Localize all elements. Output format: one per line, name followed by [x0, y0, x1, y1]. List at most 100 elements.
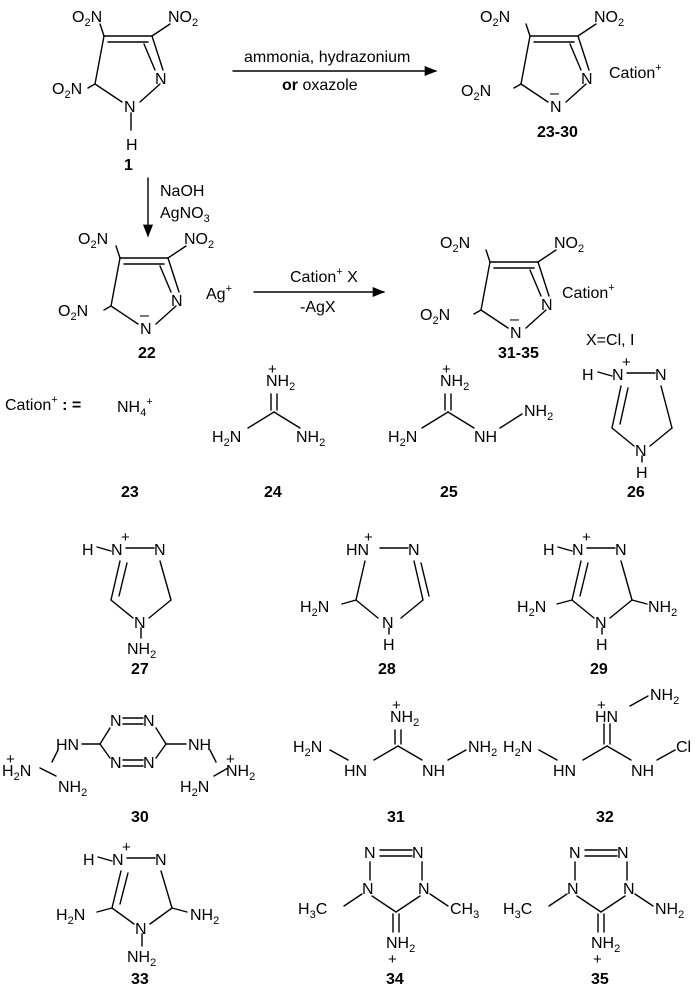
compound-31-structure: NH2 + HN NH H2N NH2 [293, 697, 497, 780]
svg-text:+: + [364, 529, 373, 546]
svg-text:H2N: H2N [56, 907, 85, 927]
svg-text:N: N [655, 367, 667, 384]
svg-text:NH2: NH2 [648, 599, 677, 619]
svg-text:H: H [582, 367, 594, 384]
compound-30-structure: N N N N HN NH H2N + NH2 NH2 + H2N [2, 713, 255, 799]
svg-text:–: – [510, 311, 519, 328]
svg-text:NH2: NH2 [127, 949, 156, 969]
compound-number-31-35: 31-35 [498, 345, 539, 362]
anion-top-right-structure: O2N NO2 O2N N N – [461, 9, 624, 116]
svg-text:HN: HN [553, 763, 576, 780]
svg-text:–: – [550, 85, 559, 102]
svg-text:N: N [581, 71, 593, 88]
svg-text:+: + [442, 361, 451, 378]
compound-number-1: 1 [124, 157, 133, 174]
svg-text:N: N [623, 881, 635, 898]
reagent-down-line2: AgNO3 [160, 205, 210, 225]
svg-text:O2N: O2N [480, 9, 510, 29]
svg-text:H: H [126, 137, 138, 154]
reagent-down-line1: NaOH [160, 183, 204, 200]
svg-text:N: N [171, 293, 183, 310]
svg-text:+: + [121, 529, 130, 546]
svg-text:N: N [572, 542, 584, 559]
compound-1-structure: O2N NO2 O2N N N H [52, 9, 198, 154]
compound-number-28: 28 [378, 661, 396, 678]
svg-text:+: + [392, 697, 401, 714]
svg-text:NO2: NO2 [594, 9, 624, 29]
svg-text:O2N: O2N [72, 9, 102, 29]
svg-text:NH2: NH2 [650, 687, 679, 707]
svg-text:NH2: NH2 [524, 403, 553, 423]
compound-number-32: 32 [596, 809, 614, 826]
svg-text:N: N [635, 443, 647, 460]
compound-number-23-30: 23-30 [537, 124, 578, 141]
svg-text:+: + [226, 751, 235, 768]
svg-text:O2N: O2N [420, 307, 450, 327]
compound-33-structure: N + N N H H2N NH2 NH2 [56, 839, 219, 969]
svg-text:+: + [597, 697, 606, 714]
compound-32-structure: HN + NH2 HN NH H2N Cl [503, 687, 691, 780]
svg-text:O2N: O2N [461, 83, 491, 103]
svg-text:NH2: NH2 [468, 739, 497, 759]
svg-text:H2N: H2N [293, 739, 322, 759]
svg-text:NH2: NH2 [440, 373, 469, 393]
svg-text:NH2: NH2 [296, 429, 325, 449]
svg-text:H: H [383, 637, 395, 654]
compound-number-23: 23 [121, 484, 139, 501]
svg-text:N: N [110, 713, 122, 730]
svg-text:H2N: H2N [300, 599, 329, 619]
svg-text:N: N [412, 845, 424, 862]
svg-text:N: N [155, 71, 167, 88]
svg-text:O2N: O2N [58, 303, 88, 323]
svg-text:NH2: NH2 [226, 763, 255, 783]
svg-text:NH2: NH2 [58, 779, 87, 799]
compound-27-structure: N + N N NH2 H [82, 529, 172, 661]
svg-text:NH2: NH2 [386, 935, 415, 955]
svg-text:H: H [596, 637, 608, 654]
svg-text:H2N: H2N [212, 429, 241, 449]
svg-text:H2N: H2N [388, 429, 417, 449]
svg-text:HN: HN [56, 737, 79, 754]
compound-25-structure: NH2 + H2N NH NH2 [388, 361, 553, 449]
svg-text:+: + [122, 839, 131, 856]
svg-text:NH2: NH2 [266, 373, 295, 393]
svg-text:Cl: Cl [676, 739, 691, 756]
svg-text:NH2: NH2 [390, 709, 419, 729]
compound-number-35: 35 [591, 971, 609, 988]
svg-text:NH: NH [474, 429, 497, 446]
cation-definition-label: Cation+ : = [5, 394, 81, 414]
svg-text:N: N [541, 297, 553, 314]
compound-29-structure: N + N N H H H2N NH2 [517, 529, 677, 654]
compound-35-structure: N N N N H3C NH2 NH2 + [503, 845, 684, 968]
svg-text:H: H [83, 852, 95, 869]
svg-text:NO2: NO2 [554, 235, 584, 255]
compound-number-22: 22 [138, 345, 156, 362]
compound-28-structure: HN + N N H H2N [300, 529, 430, 654]
svg-text:N: N [154, 542, 166, 559]
svg-text:NH: NH [188, 737, 211, 754]
svg-text:N: N [510, 325, 522, 342]
compound-number-25: 25 [440, 484, 458, 501]
cation-label-top: Cation+ [609, 62, 662, 82]
reagent-mid-line1: Cation+ X [290, 266, 358, 286]
svg-text:NH2: NH2 [591, 935, 620, 955]
svg-text:+: + [268, 361, 277, 378]
svg-text:H2N: H2N [2, 763, 31, 783]
compound-number-34: 34 [386, 971, 404, 988]
reagent-top-line2: or oxazole [282, 77, 358, 94]
svg-text:H: H [543, 542, 555, 559]
compound-number-33: 33 [131, 971, 149, 988]
anion-middle-right-structure: O2N NO2 O2N N N – [420, 235, 584, 342]
svg-text:O2N: O2N [440, 235, 470, 255]
reagent-mid-line2: -AgX [300, 299, 336, 316]
svg-text:+: + [593, 951, 602, 968]
svg-text:N: N [617, 845, 629, 862]
svg-text:N: N [615, 542, 627, 559]
svg-text:HN: HN [595, 709, 618, 726]
compound-number-31: 31 [387, 809, 405, 826]
compound-number-30: 30 [131, 809, 149, 826]
svg-text:NH: NH [631, 763, 654, 780]
svg-text:N: N [124, 99, 136, 116]
